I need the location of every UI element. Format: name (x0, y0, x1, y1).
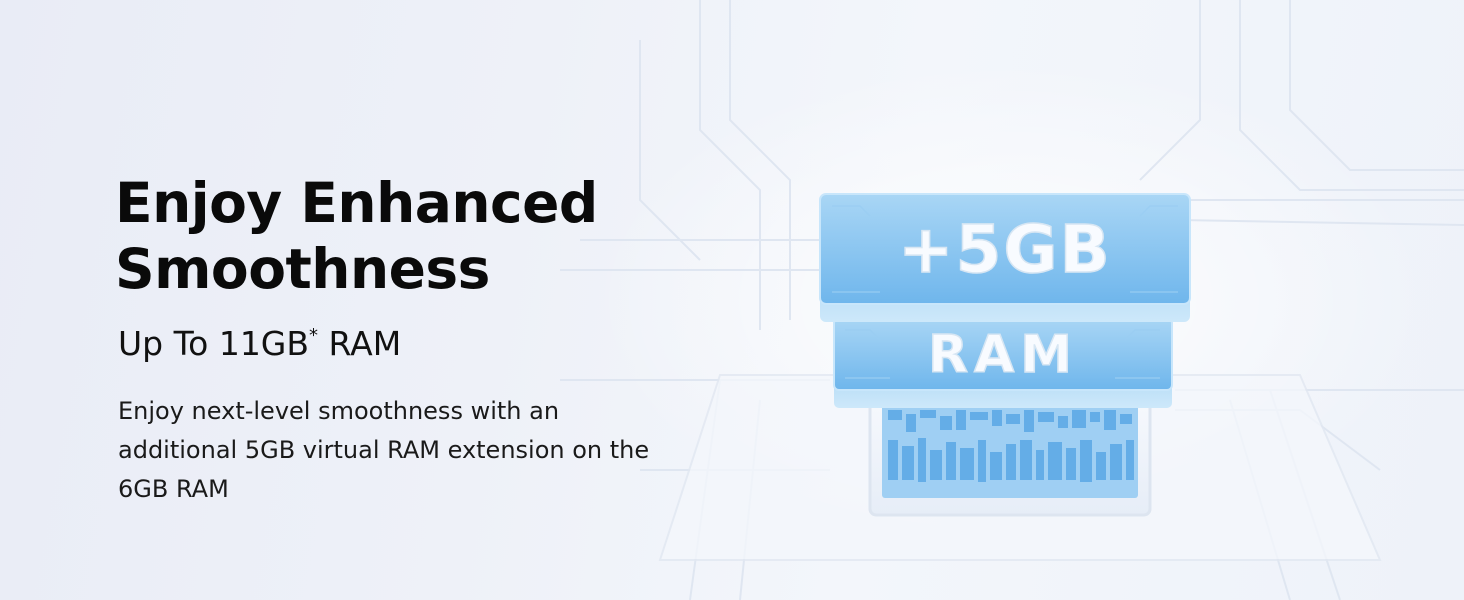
headline: Enjoy Enhanced Smoothness (115, 170, 695, 302)
extension-chip: +5GB (819, 193, 1191, 322)
headline-line-2: Smoothness (115, 237, 490, 301)
ram-capacity-subheadline: Up To 11GB* RAM (118, 324, 695, 364)
ram-chip-illustration: RAM +5GB (560, 0, 1464, 600)
feature-description: Enjoy next-level smoothness with an addi… (118, 397, 650, 503)
memory-base (868, 393, 1152, 517)
ram-chip: RAM (833, 317, 1173, 408)
ram-chip-label: RAM (928, 325, 1078, 385)
text-block: Enjoy Enhanced Smoothness Up To 11GB* RA… (115, 170, 695, 509)
subheadline-prefix: Up To 11GB (118, 324, 310, 363)
extension-chip-label: +5GB (898, 211, 1112, 288)
subheadline-suffix: RAM (318, 324, 402, 363)
footnote-mark: * (309, 325, 319, 346)
headline-line-1: Enjoy Enhanced (115, 171, 598, 235)
